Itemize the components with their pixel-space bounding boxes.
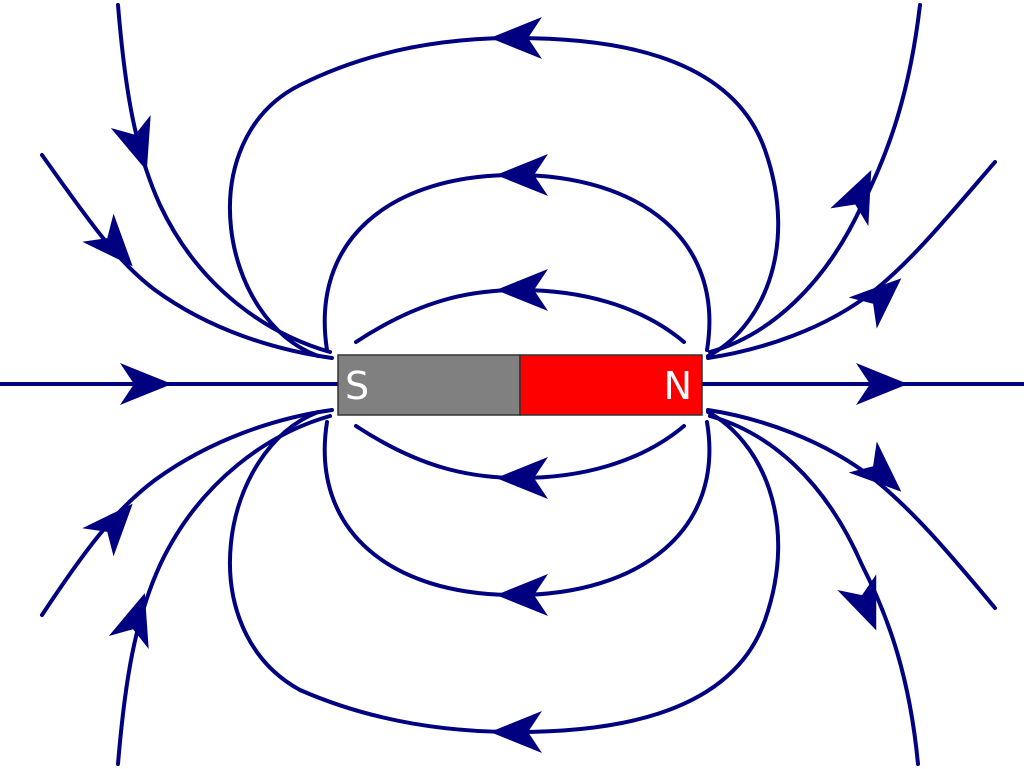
arrow-right-top-outer [830, 170, 872, 227]
field-line-outer-bottom [228, 410, 781, 735]
field-line-left-top-outer [116, 3, 332, 354]
field-direction-arrows [82, 17, 908, 753]
arrow-outer-bottom [490, 711, 542, 753]
south-pole-label: S [345, 364, 369, 408]
field-line-right-bottom-outer [708, 414, 920, 766]
arrow-right-bottom-inner [848, 441, 902, 492]
arrow-right-top-inner [848, 278, 902, 329]
north-pole-label: N [664, 364, 692, 408]
arrow-middle-top [496, 154, 548, 196]
field-line-left-bottom-inner [40, 408, 334, 617]
arrow-middle-bottom [496, 574, 548, 616]
bar-magnet: S N [337, 354, 703, 416]
arrow-left-bottom-inner [82, 503, 133, 557]
south-pole [337, 354, 521, 416]
field-line-outer-top [228, 35, 781, 358]
field-line-right-bottom-inner [706, 408, 997, 610]
arrow-right-bottom-outer [837, 574, 877, 631]
field-line-left-bottom-outer [116, 414, 332, 766]
north-pole [519, 354, 703, 416]
arrow-axis-right [856, 363, 908, 405]
arrow-left-bottom-outer [108, 593, 149, 650]
field-line-left-top-inner [40, 153, 334, 360]
arrow-left-top-outer [110, 114, 151, 171]
arrow-inner-top [496, 269, 548, 311]
arrow-axis-left [120, 363, 172, 405]
arrow-left-top-inner [82, 213, 133, 267]
arrow-inner-bottom [496, 457, 548, 499]
arrow-outer-top [490, 17, 542, 59]
